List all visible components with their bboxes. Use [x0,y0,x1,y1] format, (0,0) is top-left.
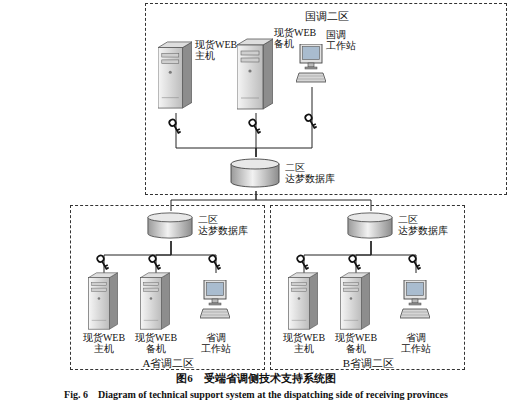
key-symbol [168,118,181,135]
server-node: 现货WEB 备机 [333,273,379,357]
server-node: 现货WEB 主机 [81,273,127,357]
node-label: 现货WEB 备机 [333,332,379,354]
server-node: 现货WEB 备机 [238,27,320,113]
key-symbol [348,254,361,271]
network-link [256,191,371,211]
key-symbol [208,254,221,271]
database-icon [231,159,279,187]
database-node: 二区 达梦数据库 [231,157,341,191]
node-label: 省调 工作站 [393,332,439,354]
server-icon [141,273,170,329]
server-icon [89,273,118,329]
database-node: 二区 达梦数据库 [148,211,252,241]
node-label: 二区 达梦数据库 [198,214,252,236]
server-icon [237,39,273,109]
network-link [171,191,256,211]
database-icon [148,213,192,238]
node-label: 二区 达梦数据库 [285,162,341,184]
region-heading: B省调二区 [271,357,466,369]
server-icon [341,273,370,329]
node-label: 现货WEB 备机 [133,332,179,354]
node-label: 现货WEB 主机 [281,332,327,354]
server-node: 现货WEB 主机 [281,273,327,357]
node-label: 现货WEB 备机 [274,27,320,49]
english-caption: Fig. 6 Diagram of technical support syst… [0,388,512,402]
node-label: 现货WEB 主机 [81,332,127,354]
workstation-icon [400,280,430,318]
network-link [104,241,171,273]
node-label: 国调 工作站 [326,29,358,51]
network-link [304,241,371,273]
workstation-node: 省调 工作站 [393,273,439,357]
server-icon [158,42,192,108]
connector-layer [104,87,416,273]
key-symbol [148,254,161,271]
region-heading: 国调二区 [146,10,508,22]
server-icon [289,273,318,329]
workstation-icon [200,280,230,318]
workstation-node: 国调 工作站 [296,27,356,87]
device-icons [89,39,431,329]
workstation-icon [296,44,326,82]
server-node: 现货WEB 备机 [133,273,179,357]
workstation-node: 省调 工作站 [193,273,239,357]
key-symbol [96,254,109,271]
key-symbol [296,254,309,271]
database-node: 二区 达梦数据库 [348,211,452,241]
server-node: 现货WEB 主机 [159,33,241,113]
region-box: B省调二区 二区 达梦数据库现货WEB 主机现货WEB 备机省调 工作站 [270,205,465,370]
node-label: 省调 工作站 [193,332,239,354]
figure-caption: 图6 受端省调侧技术支持系统图 [0,371,512,386]
region-box: 国调二区现货WEB 主机 现货WEB 备机国调 工作站二区 达梦数据库 [145,3,507,195]
node-label: 现货WEB 主机 [195,39,241,61]
node-label: 二区 达梦数据库 [398,214,452,236]
region-box: A省调二区 二区 达梦数据库现货WEB 主机现货WEB 备机省调 工作站 [70,205,265,370]
key-symbol [304,113,317,130]
key-symbol [248,118,261,135]
key-symbol [408,254,421,271]
region-heading: A省调二区 [71,357,266,369]
network-link [176,113,256,157]
database-icon [348,213,392,238]
